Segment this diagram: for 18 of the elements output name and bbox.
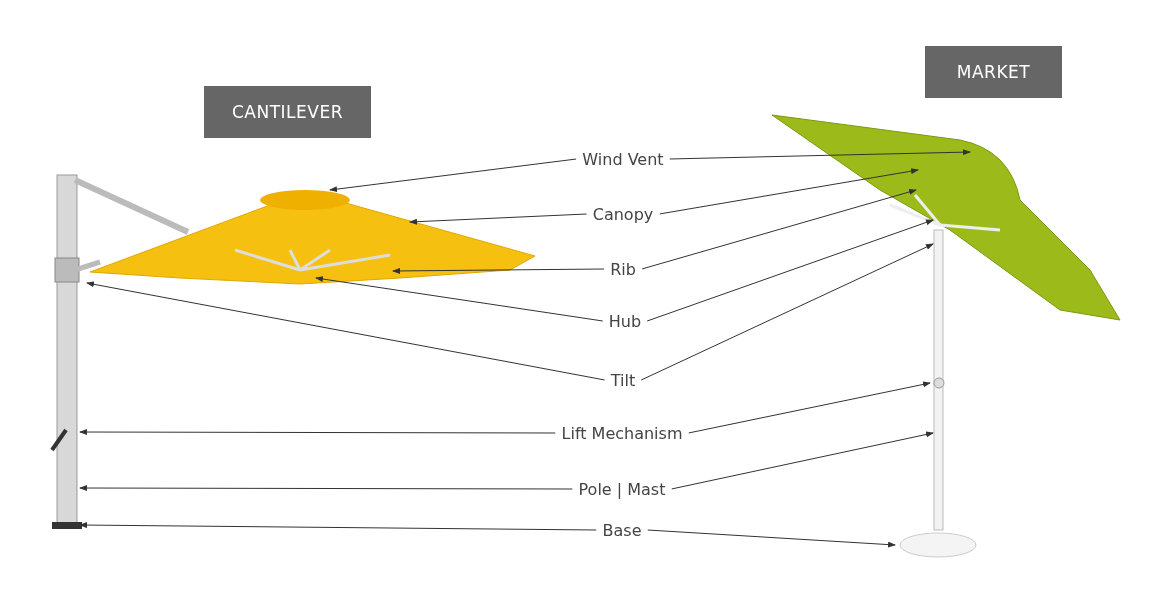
leader-line [409,213,588,225]
leader-line [79,485,574,491]
leader-line [688,381,931,434]
leader-line [658,168,919,215]
category-tag: MARKET [925,46,1062,98]
leader-line [640,243,934,381]
leader-line [669,149,971,160]
leader-line [647,529,896,548]
leader-line [329,158,577,193]
leader-line [641,189,917,270]
leader-line [646,219,934,322]
leader-line [86,281,606,381]
leader-line [670,431,934,490]
category-tag: CANTILEVER [204,86,371,138]
leader-line [315,276,604,322]
leader-line [79,522,597,531]
leader-line [392,267,605,274]
leader-line [79,429,556,435]
